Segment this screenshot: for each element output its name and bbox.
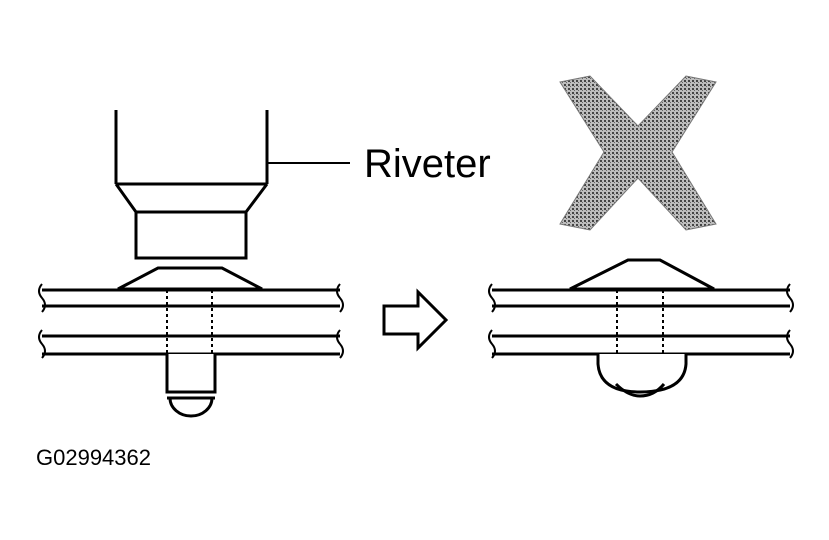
left-rivet [117,266,263,418]
right-panels [488,283,794,359]
figure-code: G02994362 [36,445,151,470]
riveter-tool [114,110,269,260]
riveter-label: Riveter [364,142,491,186]
right-rivet [569,258,715,398]
x-mark-icon [559,75,717,231]
right-arrow-icon [382,288,449,352]
left-panels [38,283,344,359]
